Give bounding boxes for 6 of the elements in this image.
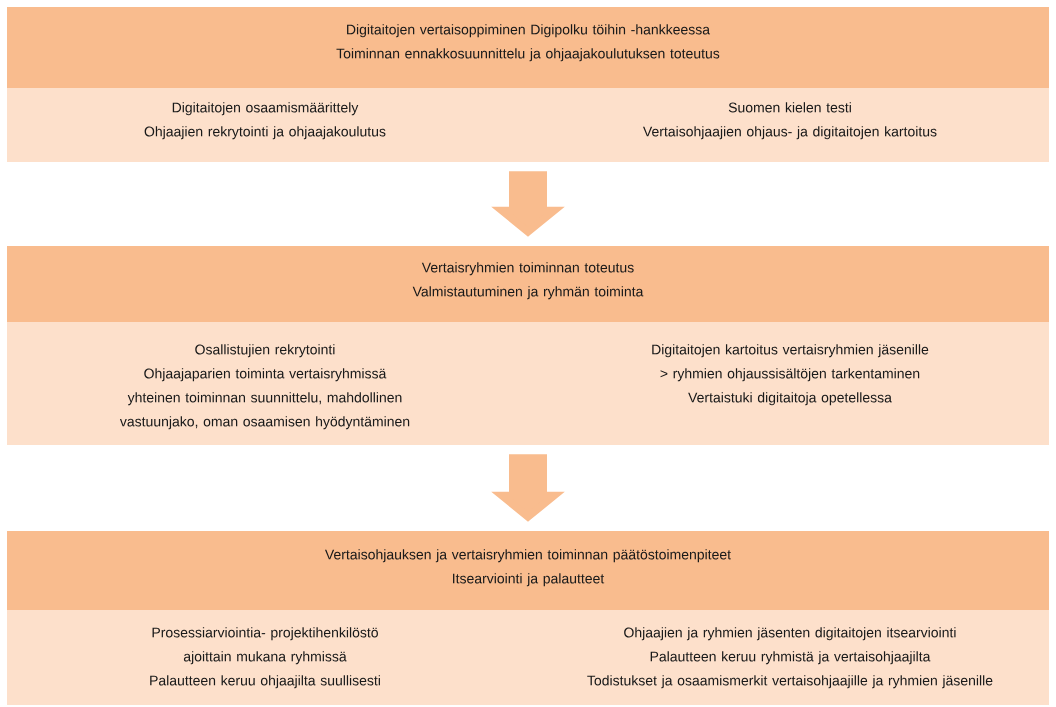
header-band: Vertaisohjauksen ja vertaisryhmien toiminnan päätöstoimenpiteet Itsearviointi ja palautteet [7,531,1049,610]
content-band: Digitaitojen osaamismäärittely Ohjaajien rekrytointi ja ohjaajakoulutus Suomen kielen testi Vertaisohjaajien ohjaus- ja digitaitojen kartoitus [7,88,1049,162]
header-band: Digitaitojen vertaisoppiminen Digipolku töihin -hankkeessa Toiminnan ennakkosuunnittelu ja ohjaajakoulutuksen toteutus [7,7,1049,88]
header-band: Vertaisryhmien toiminnan toteutus Valmistautuminen ja ryhmän toiminta [7,246,1049,322]
content-band: Prosessiarviointia- projektihenkilöstö ajoittain mukana ryhmissä Palautteen keruu ohjaajilta suullisesti Ohjaajien ja ryhmien jäsenten digitaitojen itsearviointi Palautteen keruu ryhmistä ja vertaisohjaajilta Todistukset ja osaamismerkit vertaisohjaajille ja ryhmien jäsenille [7,610,1049,705]
content-band: Osallistujien rekrytointi Ohjaajaparien toiminta vertaisryhmissä yhteinen toiminnan suunnittelu, mahdollinen vastuunjako, oman osaamisen hyödyntäminen Digitaitojen kartoitus vertaisryhmien jäsenille > ryhmien ohjaussisältöjen tarkentaminen Vertaistuki digitaitoja opetellessa [7,322,1049,445]
